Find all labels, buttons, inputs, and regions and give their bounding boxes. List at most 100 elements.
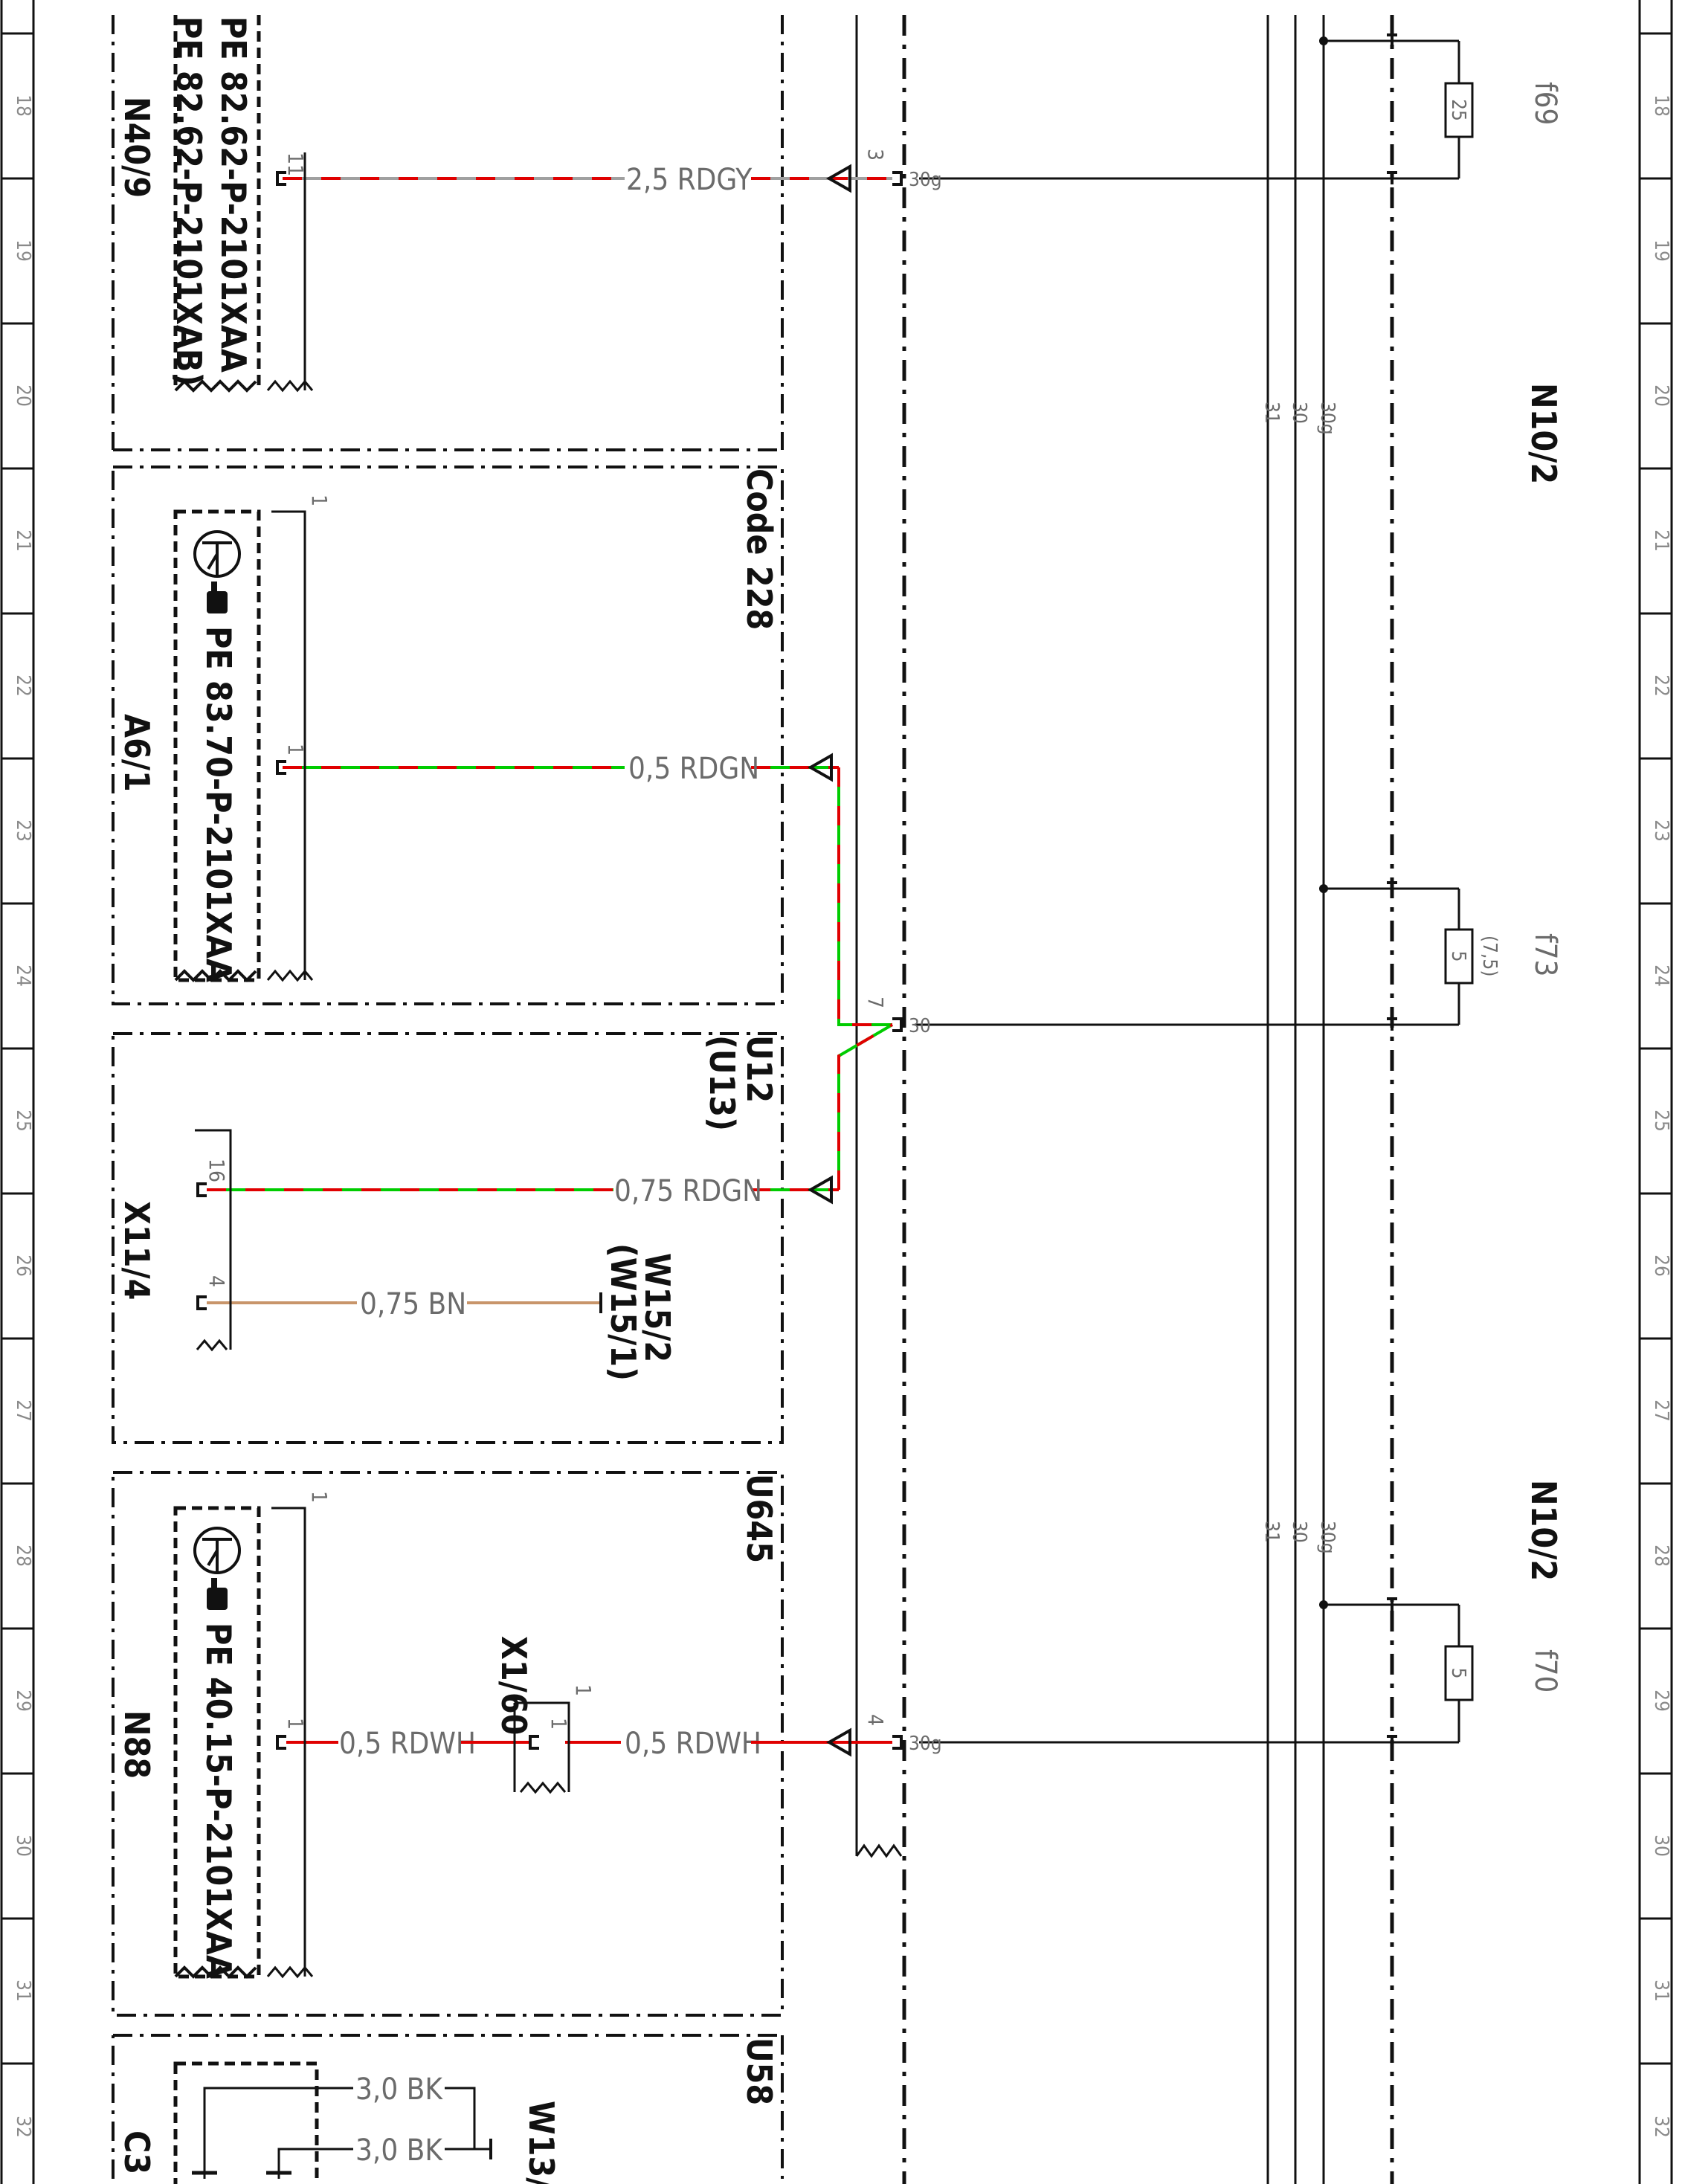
- section-label-u13: (U13): [702, 1035, 742, 1131]
- bus-label-30g: 30g: [1316, 1521, 1338, 1554]
- terminal-30: 30 7: [863, 996, 1392, 1037]
- grid-number: 18: [1650, 94, 1672, 117]
- wire-0-75-rdgn: 0,75 RDGN: [207, 1023, 894, 1208]
- terminal-label: 30g: [909, 169, 942, 191]
- bus-label-31: 31: [1260, 402, 1283, 424]
- grid-number: 18: [12, 94, 34, 117]
- terminal-30g-bottom: 30g 4: [863, 1714, 1392, 1755]
- terminal-label: 30: [909, 1015, 931, 1037]
- section-label-u645: U645: [739, 1474, 779, 1563]
- pin-number: 4: [204, 1275, 229, 1287]
- wire-0-5-rdwh: 0,5 RDWH 0,5 RDWH: [286, 1727, 892, 1761]
- pin-number: 7: [863, 996, 888, 1008]
- grid-number: 31: [1650, 1980, 1672, 2002]
- section-label-code228: Code 228: [739, 468, 779, 630]
- n10-2-label: N10/2: [1524, 383, 1564, 484]
- grid-number: 22: [1650, 674, 1672, 697]
- grid-number: 25: [12, 1109, 34, 1132]
- grid-number: 23: [12, 819, 34, 842]
- pin-number: 1: [307, 495, 332, 506]
- grid-number: 21: [12, 529, 34, 552]
- pin-number: 1: [571, 1684, 596, 1696]
- pin-number: 1: [283, 744, 308, 756]
- component-id: X11/4: [117, 1201, 157, 1300]
- left-grid-ruler: [0, 0, 35, 2184]
- bus-labels-a: 31 30 30g: [1260, 402, 1338, 435]
- grid-number: 29: [1650, 1689, 1672, 1712]
- fuse-alt-rating: (7,5): [1478, 935, 1501, 976]
- component-w15-2: W15/2: [637, 1253, 677, 1362]
- fuse-name: f69: [1528, 82, 1562, 125]
- wire-label: 3,0 BK: [355, 2133, 443, 2168]
- grid-number: 24: [1650, 964, 1672, 987]
- component-w15-1: (W15/1): [603, 1243, 643, 1381]
- pointing-hand-icon: [207, 1578, 228, 1610]
- wire-label: 3,0 BK: [355, 2072, 443, 2107]
- component-n88: PE 40.15-P-2101XAA N88 1 1: [117, 1491, 332, 1979]
- bus-labels-b: 31 30 30g: [1260, 1521, 1338, 1554]
- right-grid-ruler: [1638, 0, 1673, 2184]
- left-grid-numbers: 18 19 20 21 22 23 24 25 26 27 28 29 30 3…: [12, 94, 34, 2138]
- grid-number: 31: [12, 1980, 34, 2002]
- bus-bars: [1266, 15, 1394, 2184]
- grid-number: 28: [1650, 1544, 1672, 1567]
- component-a6-1: PE 83.70-P-2101XAA A6/1 1 1: [117, 495, 332, 982]
- main-connector: [855, 15, 906, 2184]
- pin-number: 11: [283, 152, 308, 176]
- pin-number: 1: [307, 1491, 332, 1503]
- grid-number: 29: [12, 1689, 34, 1712]
- fuse-rating: 5: [1447, 1668, 1469, 1679]
- section-box-u12: [112, 1032, 784, 1444]
- section-box-code228: [112, 466, 784, 1005]
- grid-number: 30: [12, 1835, 34, 1857]
- component-ref: PE 40.15-P-2101XAA: [199, 1623, 239, 1979]
- component-c3: C3: [117, 2061, 319, 2184]
- terminal-label: 30g: [909, 1733, 942, 1755]
- fuse-f70: 5 f70: [1319, 1600, 1562, 1744]
- bus-label-30g: 30g: [1316, 402, 1338, 435]
- component-ref: PE 82.62-P-2101XAA: [213, 16, 254, 373]
- transistor-icon: [193, 530, 241, 578]
- grid-number: 25: [1650, 1109, 1672, 1132]
- grid-number: 30: [1650, 1835, 1672, 1857]
- fuse-rating: 5: [1447, 951, 1469, 962]
- grid-number: 21: [1650, 529, 1672, 552]
- grid-number: 19: [1650, 239, 1672, 262]
- wire-3-0-bk: 3,0 BK 3,0 BK: [316, 2072, 492, 2168]
- pointing-hand-icon: [207, 582, 228, 613]
- grid-number: 20: [1650, 384, 1672, 407]
- connector-x1-60: 1 1 X1/60: [494, 1636, 596, 1794]
- section-label-u12: U12: [739, 1035, 779, 1103]
- grid-number: 26: [1650, 1254, 1672, 1277]
- grid-number: 23: [1650, 819, 1672, 842]
- fuse-rating: 25: [1447, 99, 1469, 121]
- fuse-f69: 25 f69: [1319, 36, 1562, 180]
- grid-number: 19: [12, 239, 34, 262]
- pin-number: 1: [283, 1718, 308, 1730]
- pin-number: 3: [863, 149, 888, 161]
- wire-label: 0,75 BN: [360, 1287, 466, 1321]
- terminal-30g-top: 30g 3: [863, 149, 1392, 191]
- bus-label-31: 31: [1260, 1521, 1283, 1543]
- grid-number: 26: [12, 1254, 34, 1277]
- component-id: N40/9: [117, 97, 157, 198]
- fuse-name: f73: [1528, 933, 1562, 976]
- bus-label-30: 30: [1288, 1521, 1310, 1543]
- component-ref: PE 83.70-P-2101XAA: [199, 626, 239, 982]
- transistor-icon: [193, 1527, 241, 1574]
- wire-2-5-rdgy: 2,5 RDGY: [283, 163, 892, 197]
- pin-number: 1: [547, 1718, 571, 1730]
- component-w13: W13/: [521, 2101, 561, 2184]
- wire-label: 0,75 RDGN: [614, 1174, 762, 1208]
- component-id: A6/1: [117, 714, 157, 792]
- wire-0-75-bn: 0,75 BN: [207, 1287, 602, 1321]
- component-id: C3: [117, 2130, 157, 2174]
- wire-0-5-rdgn: 0,5 RDGN: [283, 752, 892, 1026]
- pin-number: 4: [863, 1714, 888, 1726]
- grid-number: 22: [12, 674, 34, 697]
- component-ref: PE 82.62-P-2101XAB): [169, 16, 209, 386]
- component-n40-9: PE 82.62-P-2101XAA PE 82.62-P-2101XAB) N…: [117, 15, 314, 393]
- fuse-f73: 5 (7,5) f73: [1319, 884, 1562, 1026]
- pin-number: 16: [204, 1159, 229, 1182]
